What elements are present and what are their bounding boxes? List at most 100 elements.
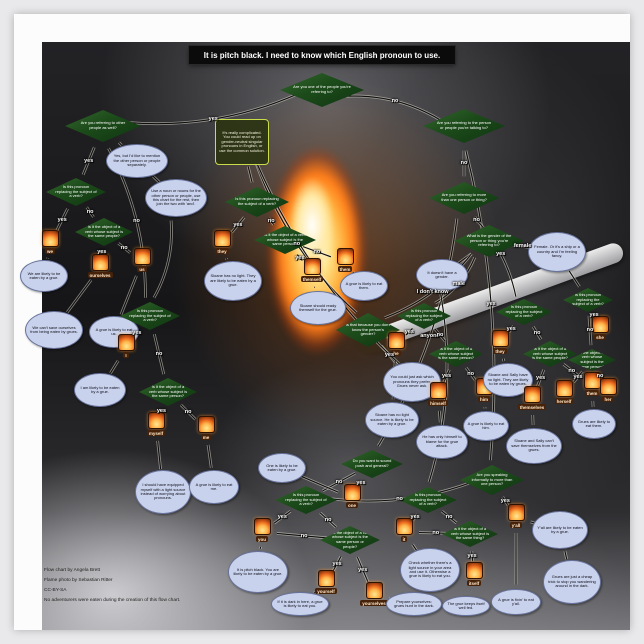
b-yall-text: Y'all are likely to be eaten by a grue. bbox=[537, 524, 583, 534]
flame-card-face bbox=[41, 230, 59, 247]
card-you: you bbox=[250, 518, 274, 546]
q-it-subject-text: Is this pronoun replacing the subject of… bbox=[409, 492, 447, 507]
b-me: A grue is likely to eat me. bbox=[189, 470, 239, 504]
card-yall: y'all bbox=[504, 504, 528, 532]
flame-card-face bbox=[555, 380, 573, 397]
edge-label: no bbox=[335, 479, 343, 485]
q-they-object-text: Is it the object of a verb whose subject… bbox=[532, 346, 568, 361]
flame-card-face bbox=[253, 518, 271, 535]
card-herself: herself bbox=[552, 380, 576, 408]
b-himself: He has only himself to blame for the gru… bbox=[416, 425, 468, 459]
b-prepare: Prepare yourselves: grues hunt in the da… bbox=[386, 592, 442, 616]
note-complicated-text: It's really complicated. You could read … bbox=[219, 129, 265, 153]
q-she-subject-text: Is this pronoun replacing the subject of… bbox=[572, 292, 604, 307]
edge-label: yes bbox=[57, 216, 67, 223]
edge-label: yes bbox=[277, 514, 287, 521]
q-gender-text: What is the gender of the person or thin… bbox=[466, 233, 512, 248]
card-ourselves-label: ourselves bbox=[87, 272, 113, 278]
flame-card-face bbox=[365, 582, 383, 599]
b-himself-text: He has only himself to blame for the gru… bbox=[422, 434, 462, 449]
b-we-text: We are likely to be eaten by a grue. bbox=[27, 270, 61, 280]
card-she: she bbox=[588, 316, 612, 344]
card-me: me bbox=[194, 416, 218, 444]
edge-label: no bbox=[300, 532, 308, 539]
card-they: they bbox=[488, 330, 512, 358]
card-themself-label: themself bbox=[300, 276, 324, 282]
b-him-text: A grue is likely to eat him. bbox=[467, 420, 505, 430]
b-no-gender-text: It doesn't have a gender. bbox=[427, 269, 457, 279]
b-them-singular: A grue is likely to eat them. bbox=[340, 271, 388, 301]
edge-label: no bbox=[86, 209, 94, 216]
edge-label: no bbox=[473, 216, 480, 223]
card-they-singular-label: they bbox=[215, 248, 229, 254]
q-she-object-text: Is it the object of a verb whose subject… bbox=[575, 349, 609, 369]
q-we-subject-text: Is this pronoun replacing the subject of… bbox=[55, 184, 97, 199]
flame-photo bbox=[42, 42, 630, 630]
b-if-dark-text: If it is dark in here, a grue is likely … bbox=[277, 598, 323, 608]
card-itself-label: itself bbox=[466, 580, 482, 586]
b-check-text: Check whether there's a light source in … bbox=[408, 560, 452, 579]
flame-card-face bbox=[395, 518, 413, 535]
edge-label: yes bbox=[208, 116, 218, 123]
b-one-text: One is likely to be eaten by a grue. bbox=[266, 462, 298, 472]
b-no-gender: It doesn't have a gender. bbox=[416, 259, 468, 291]
edge-label: no bbox=[313, 248, 321, 255]
card-yourselves: yourselves bbox=[360, 582, 388, 610]
flame-card-face bbox=[147, 412, 165, 429]
b-female-text: Female. Or it's a ship or a country and … bbox=[534, 244, 580, 259]
flame-card-face bbox=[91, 254, 109, 271]
card-them-label: them bbox=[584, 390, 600, 396]
b-myself-text: I should have equipped myself with a lig… bbox=[140, 482, 186, 501]
edge-label: anyone bbox=[420, 333, 440, 340]
title: It is pitch black. I need to know which … bbox=[189, 46, 455, 64]
card-one: one bbox=[340, 484, 364, 512]
q-one-or-more-text: Are you referring to more than one perso… bbox=[441, 192, 487, 202]
q-others-text: Are you referring to other people as wel… bbox=[80, 120, 126, 130]
credit-line-author: Flow chart by Angela Brett bbox=[44, 568, 100, 573]
card-i-label: I bbox=[123, 352, 129, 358]
edge-label: yes bbox=[356, 479, 366, 486]
q-it-object-text: Is it the object of a verb whose subject… bbox=[450, 526, 490, 541]
edge-label: yes bbox=[332, 560, 342, 567]
edge-label: yes bbox=[536, 374, 546, 381]
card-himself-label: himself bbox=[428, 400, 448, 406]
b-themself-text: Sloane should ready themself for the gru… bbox=[299, 302, 337, 312]
b-one: One is likely to be eaten by a grue. bbox=[258, 453, 306, 483]
edge-label: yes bbox=[132, 330, 142, 337]
q-informal-text: Are you speaking informally to more than… bbox=[471, 472, 513, 487]
edge-label: no bbox=[596, 372, 604, 379]
q-i-subject-text: Is this pronoun replacing the subject of… bbox=[129, 308, 171, 323]
edge-label: no bbox=[293, 241, 301, 248]
b-i-text: I am likely to be eaten by a grue. bbox=[80, 384, 120, 394]
b-ourselves: We can't save ourselves from being eaten… bbox=[25, 311, 83, 349]
card-us: us bbox=[130, 248, 154, 276]
q-we-object-text: Is it the object of a verb whose subject… bbox=[84, 224, 124, 239]
flame-card-face bbox=[197, 416, 215, 433]
b-them-singular-text: A grue is likely to eat them. bbox=[345, 280, 383, 290]
card-myself-label: myself bbox=[146, 430, 166, 436]
flame-card-face bbox=[465, 562, 483, 579]
q-he-subject-text: Is this pronoun replacing the subject of… bbox=[405, 308, 443, 323]
b-prepare-text: Prepare yourselves: grues hunt in the da… bbox=[394, 598, 434, 608]
flame-card-face bbox=[507, 504, 525, 521]
edge-label: no bbox=[445, 514, 453, 521]
card-you-label: you bbox=[255, 536, 268, 542]
b-he: Sloane has no light source. He is likely… bbox=[365, 402, 419, 438]
b-separately-text: Yes, but I'd like to mention the other p… bbox=[113, 153, 161, 168]
flame-card-face bbox=[429, 382, 447, 399]
flame-card-face bbox=[491, 330, 509, 347]
card-itself: itself bbox=[462, 562, 486, 590]
b-they-text: Sloane and Sally have no light. They are… bbox=[487, 372, 529, 387]
flame-card-face bbox=[317, 570, 335, 587]
b-yall2: A grue is fixin' to eat y'all. bbox=[491, 589, 541, 615]
card-they-label: they bbox=[493, 348, 507, 354]
q-you-object-text: Is it the object of a verb whose subject… bbox=[329, 529, 371, 549]
b-themselves-text: Sloane and Sally can't save themselves f… bbox=[511, 438, 557, 453]
title-text: It is pitch black. I need to know which … bbox=[203, 50, 441, 60]
q-talking-text: Are you referring to the person or peopl… bbox=[436, 120, 492, 130]
card-them-singular: them bbox=[333, 248, 357, 276]
edge-label: yes bbox=[358, 566, 368, 573]
q-you-subject-text: Is this pronoun replacing the subject of… bbox=[285, 492, 327, 507]
flame-card-face bbox=[133, 248, 151, 265]
